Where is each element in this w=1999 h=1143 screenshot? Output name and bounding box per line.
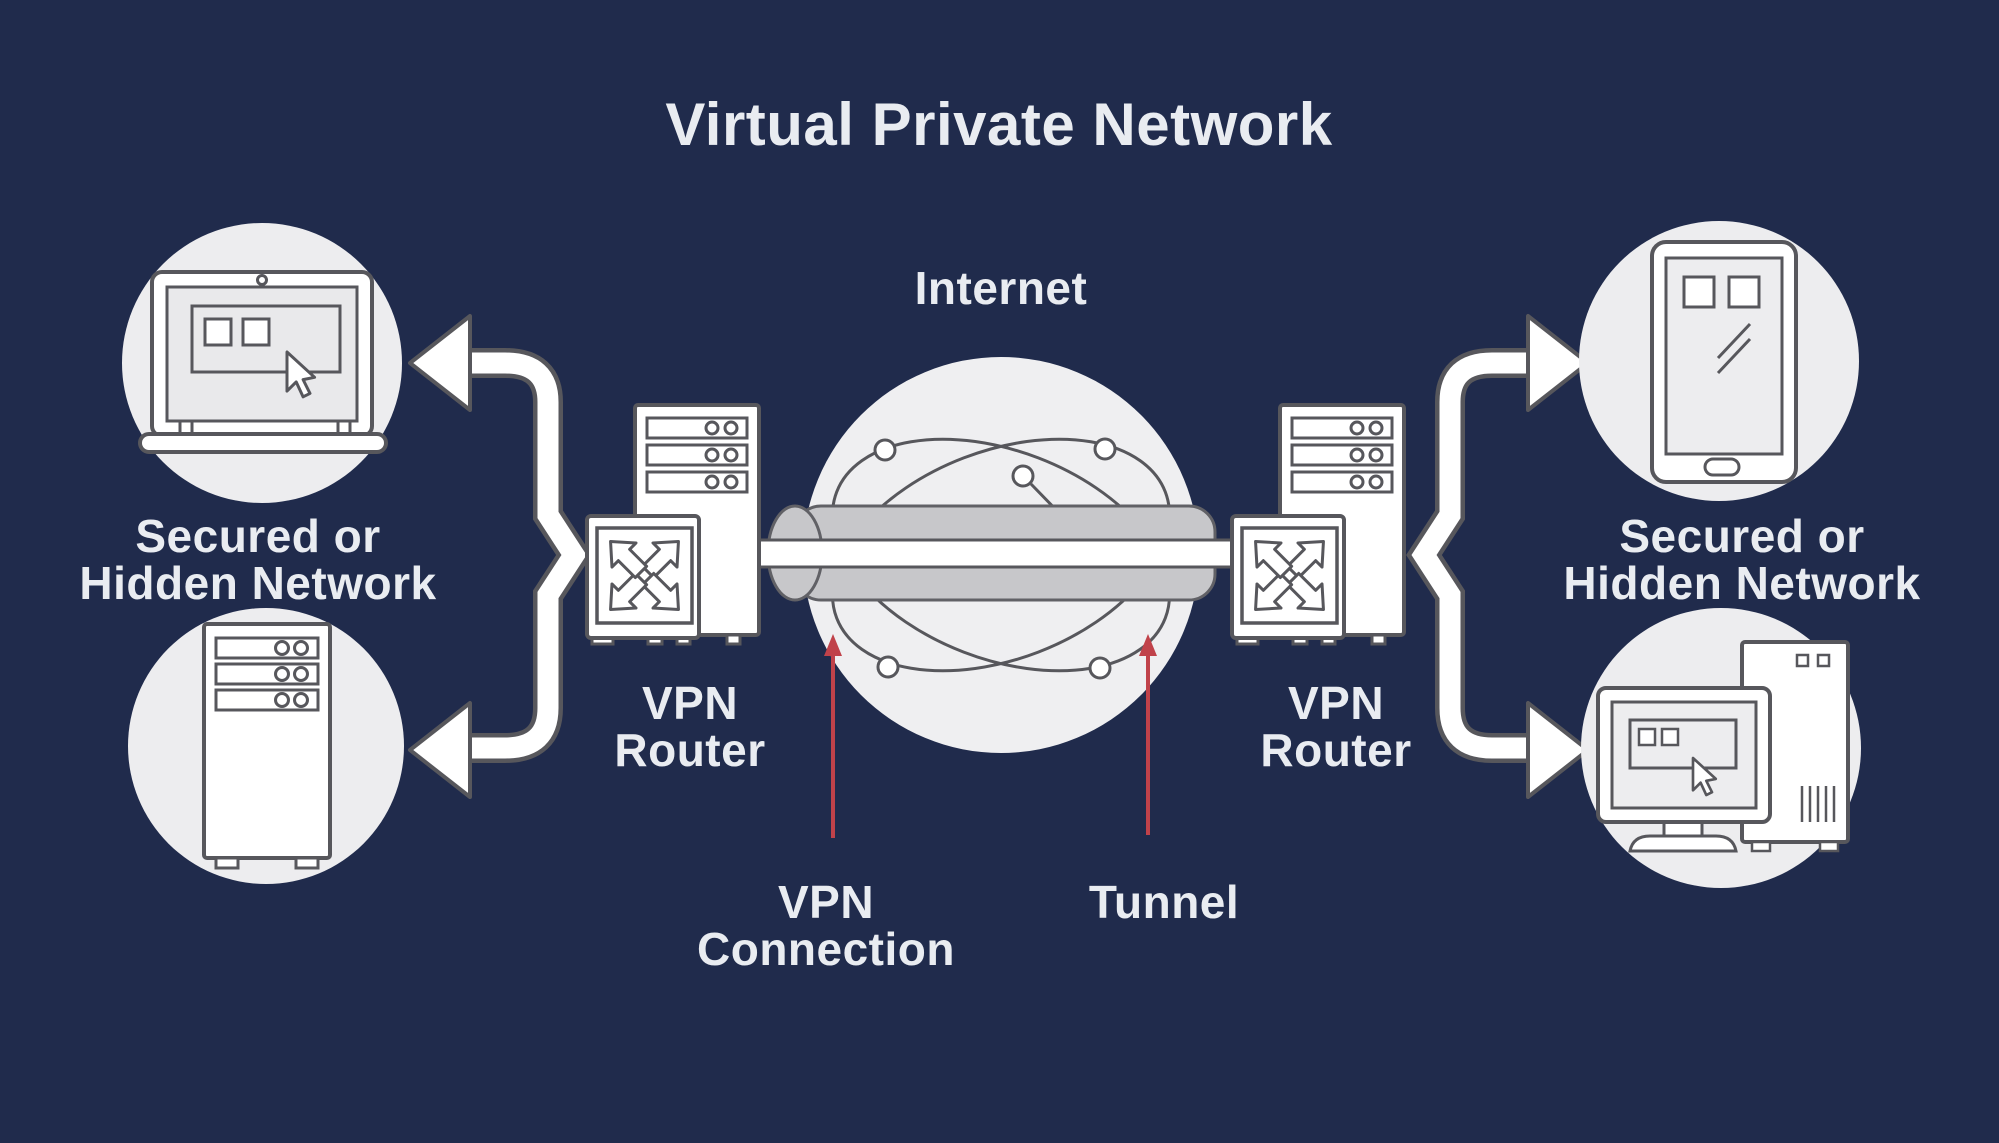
left-network-label-line1: Secured or [135,510,380,562]
right-router-label-line2: Router [1260,724,1411,776]
tunnel-arrow-icon [1139,634,1157,835]
right-router-label-line1: VPN [1288,677,1384,729]
left-router-label-line2: Router [614,724,765,776]
left-network-label-line2: Hidden Network [79,557,436,609]
left-vpn-router-icon [585,403,761,646]
arrowhead-icon [1526,314,1590,412]
laptop-icon [122,223,402,503]
right-vpn-router-icon [1230,403,1406,646]
vpn-connection-label-line1: VPN [778,876,874,928]
tunnel-icon [755,504,1237,602]
vpn-connection-band [755,538,1237,569]
left-split-arrow-icon [408,314,592,799]
server-icon [128,608,404,884]
arrowhead-icon [408,314,472,412]
internet-label: Internet [915,262,1088,314]
tablet-icon [1579,221,1859,501]
arrowhead-icon [1526,701,1590,799]
desktop-computer-icon [1581,608,1861,888]
vpn-connection-arrow-icon [824,634,842,838]
arrowhead-icon [408,701,472,799]
tunnel-label: Tunnel [1089,876,1239,928]
vpn-connection-label-line2: Connection [697,923,955,975]
right-split-arrow-icon [1406,314,1590,799]
right-network-label-line1: Secured or [1619,510,1864,562]
right-network-label-line2: Hidden Network [1563,557,1920,609]
page-title: Virtual Private Network [665,91,1332,158]
left-router-label-line1: VPN [642,677,738,729]
